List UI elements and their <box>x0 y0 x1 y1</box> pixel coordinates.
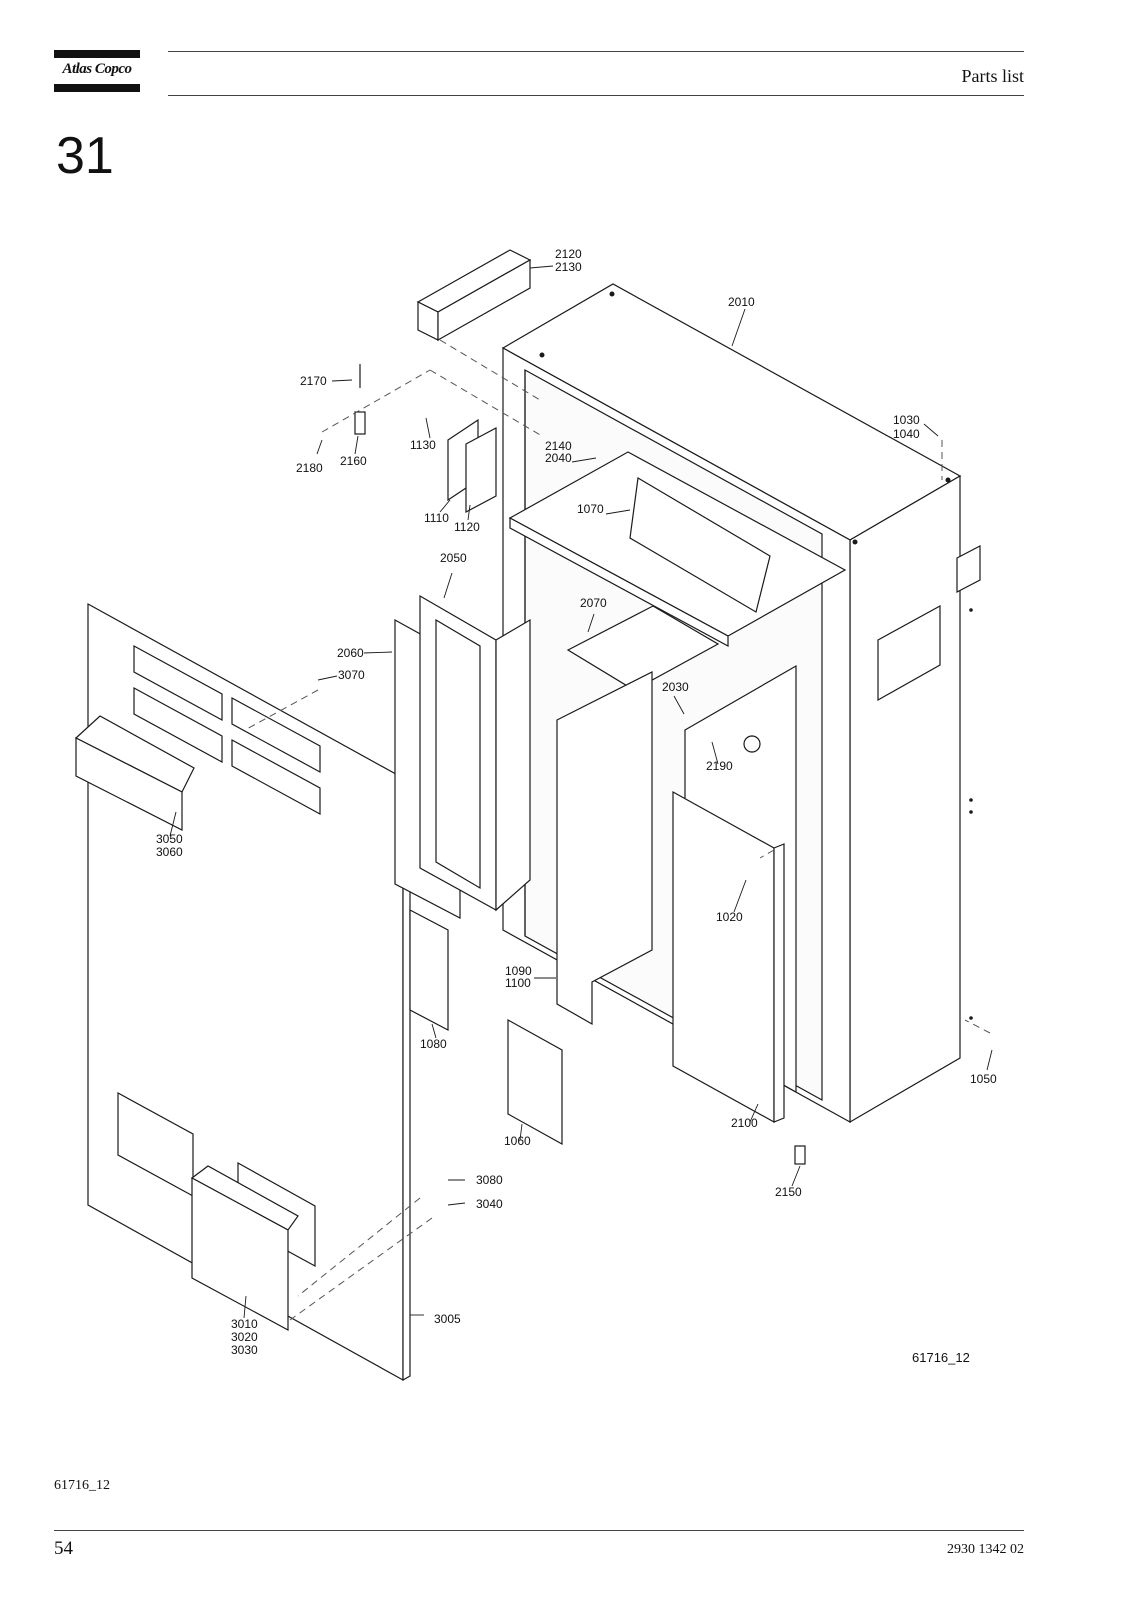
callout-1120: 1120 <box>454 520 480 534</box>
callout-2010: 2010 <box>728 295 755 309</box>
callout-2060: 2060 <box>337 646 364 660</box>
panel-2100 <box>672 790 775 1124</box>
header-rule-bottom <box>168 95 1024 96</box>
callout-2100: 2100 <box>731 1116 758 1130</box>
drawing-id-label: 61716_12 <box>912 1350 970 1365</box>
callout-2180: 2180 <box>296 461 323 475</box>
footer-rule <box>54 1530 1024 1531</box>
callout-1110: 1110 <box>424 511 449 525</box>
latch-2150 <box>794 1145 806 1165</box>
document-number: 2930 1342 02 <box>947 1542 1024 1557</box>
cabinet-right-side <box>849 474 961 1124</box>
side-cutout <box>877 604 941 702</box>
callout-2150: 2150 <box>775 1185 802 1199</box>
callout-2190: 2190 <box>706 759 733 773</box>
callout-2030: 2030 <box>662 680 689 694</box>
brand-logo: Atlas Copco <box>62 61 132 77</box>
logo-bar-top <box>54 50 140 58</box>
section-title: Parts list <box>961 66 1024 86</box>
callout-3005: 3005 <box>434 1312 461 1326</box>
header-rule-top <box>168 51 1024 52</box>
page-number: 54 <box>54 1538 73 1559</box>
hinge-2160 <box>354 411 366 435</box>
callout-3080: 3080 <box>476 1173 503 1187</box>
callout-2160: 2160 <box>340 454 367 468</box>
plate-2070 <box>566 605 720 691</box>
callout-1130: 1130 <box>410 438 436 452</box>
callout-1020: 1020 <box>716 910 743 924</box>
callout-1080: 1080 <box>420 1037 447 1051</box>
callout-2170: 2170 <box>300 374 327 388</box>
callout-3040: 3040 <box>476 1197 503 1211</box>
plate-1080 <box>409 909 449 1031</box>
panel-1090 <box>556 671 653 1026</box>
figure-reference: 61716_12 <box>54 1478 110 1493</box>
callout-1070: 1070 <box>577 502 604 516</box>
callout-1060: 1060 <box>504 1134 531 1148</box>
callout-1050: 1050 <box>970 1072 997 1086</box>
chapter-number: 31 <box>56 127 114 185</box>
side-cutout-small <box>956 545 981 593</box>
callout-3070: 3070 <box>338 668 365 682</box>
callout-2050: 2050 <box>440 551 467 565</box>
bracket-1070 <box>629 477 771 613</box>
logo-bar-bottom <box>54 84 140 92</box>
callout-2070: 2070 <box>580 596 607 610</box>
plate-1060 <box>507 1018 563 1146</box>
